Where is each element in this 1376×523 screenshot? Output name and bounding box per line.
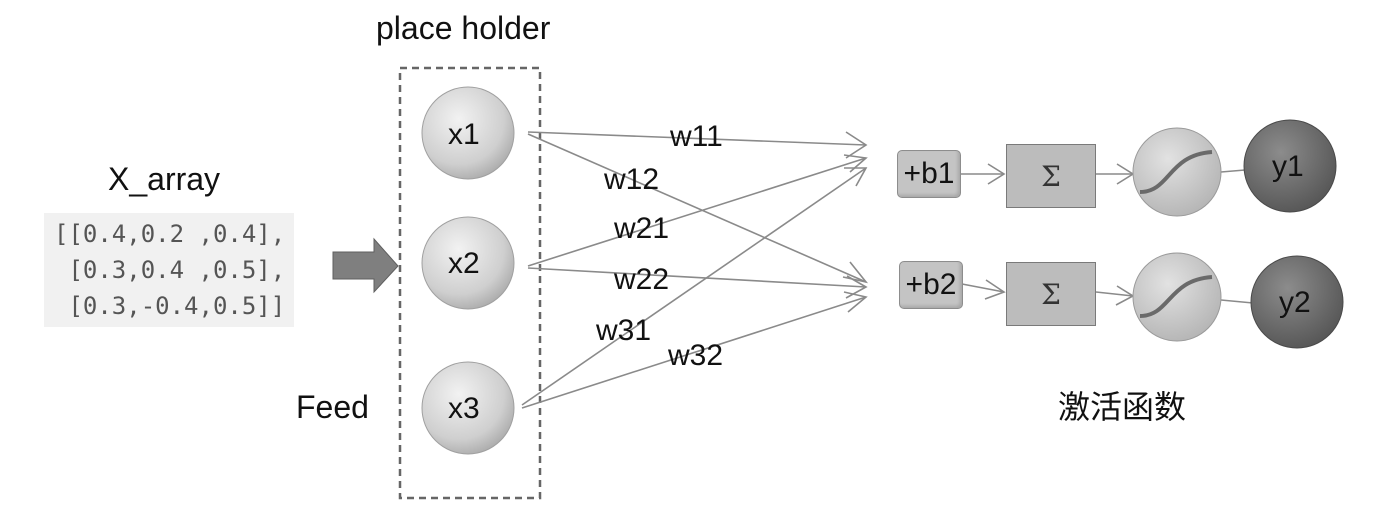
x-array-row-1: [[0.4,0.2 ,0.4], [54,220,286,248]
bias-box-b1: +b1 [897,150,961,198]
activation-node-1 [1132,127,1222,217]
sigmoid-curve-1 [1139,150,1213,194]
output-node-y2 [1250,255,1344,349]
feed-arrow [332,237,399,294]
bias-box-b2: +b2 [899,261,963,309]
activation-node-2 [1132,252,1222,342]
weight-label-w22: w22 [614,263,670,296]
weight-connections [521,131,1254,409]
weight-label-w11: w11 [670,120,723,153]
edge-w22 [527,267,867,288]
sigmoid-curve-2 [1139,275,1213,318]
arrowhead-w31 [844,167,868,187]
x-array-title: X_array [108,161,221,197]
edge-w12 [527,133,867,283]
x-array-row-2: [0.3,0.4 ,0.5], [54,256,286,284]
edge-act2-y2 [1220,299,1254,304]
weight-label-w21: w21 [614,212,670,245]
input-node-x2 [421,216,515,310]
edge-b2-sum2 [961,283,1005,293]
output-node-y1 [1243,119,1337,213]
arrowhead-w32 [843,291,868,313]
edge-act1-y1 [1220,169,1246,173]
weight-label-w12: w12 [604,163,660,196]
input-label-x2: x2 [448,247,480,280]
arrowhead-b2-sum2 [984,279,1006,300]
placeholder-title: place holder [376,10,551,46]
placeholder-box [398,66,542,500]
input-node-x1 [421,86,515,180]
edge-w11 [527,131,867,146]
input-node-x3 [421,361,515,455]
weight-label-w32: w32 [668,339,724,372]
sum-box-1: Σ [1006,144,1096,208]
arrowhead-b1-sum1 [987,163,1006,185]
output-label-y2: y2 [1279,286,1311,319]
activation-function-label: 激活函数 [1058,388,1187,426]
edge-w31 [521,167,867,406]
input-label-x3: x3 [448,392,480,425]
edge-w32 [521,296,867,409]
edge-sum2-act2 [1095,291,1134,297]
arrowhead-w11 [845,131,868,159]
edge-w21 [527,157,867,267]
arrowhead-w12 [842,261,869,284]
output-label-y1: y1 [1272,150,1304,183]
weight-label-w31: w31 [596,314,652,347]
input-label-x1: x1 [448,118,480,151]
x-array-row-3: [0.3,-0.4,0.5]] [54,292,286,320]
sum-box-2: Σ [1006,262,1096,326]
x-array-code-block: [[0.4,0.2 ,0.4], [0.3,0.4 ,0.5], [0.3,-0… [44,213,294,327]
feed-label: Feed [296,389,369,425]
